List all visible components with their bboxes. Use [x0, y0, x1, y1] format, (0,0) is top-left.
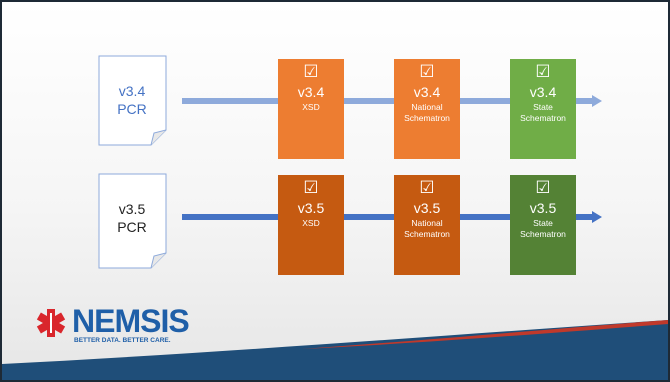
footer-swoosh-red [302, 320, 668, 349]
logo-tagline: BETTER DATA. BETTER CARE. [74, 337, 171, 344]
row2-state-schematron-box: ☑ v3.5 State Schematron [510, 175, 576, 275]
star-of-life-icon [36, 309, 66, 337]
checkbox-icon: ☑ [419, 178, 435, 198]
checkbox-icon: ☑ [535, 62, 551, 82]
row1-doc-label: v3.4 PCR [99, 82, 165, 118]
box-label: XSD [302, 218, 320, 228]
nemsis-logo: NEMSIS BETTER DATA. BETTER CARE. [68, 303, 190, 345]
checkbox-icon: ☑ [535, 178, 551, 198]
row2-arrow-head [592, 211, 602, 223]
box-version: v3.5 [297, 200, 325, 216]
box-label: State Schematron [520, 218, 566, 239]
row1-xsd-box: ☑ v3.4 XSD [278, 59, 344, 159]
checkbox-icon: ☑ [419, 62, 435, 82]
box-label: National Schematron [404, 102, 450, 123]
row1-state-schematron-box: ☑ v3.4 State Schematron [510, 59, 576, 159]
row2-doc-version: v3.5 [118, 201, 146, 217]
box-version: v3.4 [529, 84, 557, 100]
box-version: v3.5 [529, 200, 557, 216]
box-label: XSD [302, 102, 320, 112]
row2-xsd-box: ☑ v3.5 XSD [278, 175, 344, 275]
checkbox-icon: ☑ [303, 178, 319, 198]
box-version: v3.5 [413, 200, 441, 216]
row2-doc-type: PCR [117, 219, 147, 235]
row1-arrow-head [592, 95, 602, 107]
box-version: v3.4 [413, 84, 441, 100]
row2-doc-label: v3.5 PCR [99, 200, 165, 236]
row2-national-schematron-box: ☑ v3.5 National Schematron [394, 175, 460, 275]
box-version: v3.4 [297, 84, 325, 100]
row1-national-schematron-box: ☑ v3.4 National Schematron [394, 59, 460, 159]
logo-name: NEMSIS [72, 303, 190, 339]
checkbox-icon: ☑ [303, 62, 319, 82]
box-label: National Schematron [404, 218, 450, 239]
row1-doc-version: v3.4 [118, 83, 146, 99]
box-label: State Schematron [520, 102, 566, 123]
row1-doc-type: PCR [117, 101, 147, 117]
